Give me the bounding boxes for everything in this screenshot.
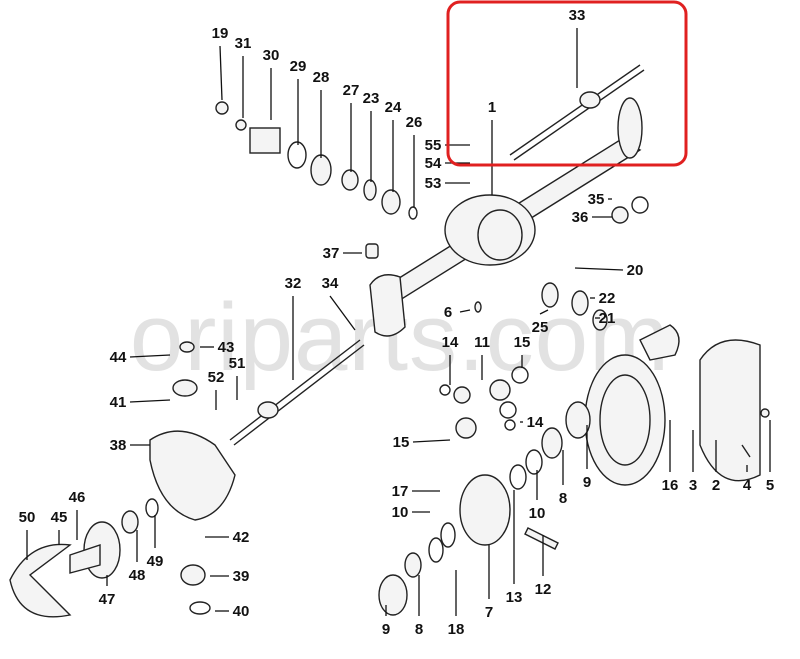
part-label-47[interactable]: 47 [99, 591, 116, 608]
part-label-31[interactable]: 31 [235, 35, 252, 52]
part-label-55[interactable]: 55 [425, 137, 442, 154]
leader-line [329, 295, 356, 331]
part-label-14[interactable]: 14 [442, 334, 459, 351]
part-label-8[interactable]: 8 [559, 490, 567, 507]
part-label-13[interactable]: 13 [506, 589, 523, 606]
part-label-27[interactable]: 27 [343, 82, 360, 99]
part-label-52[interactable]: 52 [208, 369, 225, 386]
leader-line [459, 309, 471, 313]
part-label-45[interactable]: 45 [51, 509, 68, 526]
part-label-48[interactable]: 48 [129, 567, 146, 584]
part-label-9[interactable]: 9 [382, 621, 390, 638]
part-label-15[interactable]: 15 [514, 334, 531, 351]
part-label-41[interactable]: 41 [110, 394, 127, 411]
part-label-23[interactable]: 23 [363, 90, 380, 107]
highlight-box-part-33 [446, 0, 688, 167]
part-label-51[interactable]: 51 [229, 355, 246, 372]
part-label-9[interactable]: 9 [583, 474, 591, 491]
part-label-30[interactable]: 30 [263, 47, 280, 64]
part-label-19[interactable]: 19 [212, 25, 229, 42]
part-label-38[interactable]: 38 [110, 437, 127, 454]
part-label-33[interactable]: 33 [569, 7, 586, 24]
part-label-17[interactable]: 17 [392, 483, 409, 500]
leader-line [129, 399, 171, 403]
part-label-18[interactable]: 18 [448, 621, 465, 638]
axle-housing [369, 97, 643, 337]
part-label-32[interactable]: 32 [285, 275, 302, 292]
knuckle-and-hub [9, 341, 236, 618]
leader-lines [26, 28, 771, 616]
part-label-16[interactable]: 16 [662, 477, 679, 494]
part-label-7[interactable]: 7 [485, 604, 493, 621]
part-label-53[interactable]: 53 [425, 175, 442, 192]
part-label-40[interactable]: 40 [233, 603, 250, 620]
part-label-50[interactable]: 50 [19, 509, 36, 526]
part-label-25[interactable]: 25 [532, 319, 549, 336]
part-label-10[interactable]: 10 [392, 504, 409, 521]
part-label-2[interactable]: 2 [712, 477, 720, 494]
part-label-6[interactable]: 6 [444, 304, 452, 321]
leader-line [412, 439, 451, 443]
leader-line [219, 45, 223, 101]
part-label-15[interactable]: 15 [393, 434, 410, 451]
part-label-42[interactable]: 42 [233, 529, 250, 546]
part-label-49[interactable]: 49 [147, 553, 164, 570]
propeller-shaft [509, 64, 645, 161]
axle-shaft [229, 339, 365, 446]
part-label-22[interactable]: 22 [599, 290, 616, 307]
part-label-10[interactable]: 10 [529, 505, 546, 522]
part-label-24[interactable]: 24 [385, 99, 402, 116]
part-label-5[interactable]: 5 [766, 477, 774, 494]
part-label-36[interactable]: 36 [572, 209, 589, 226]
part-label-44[interactable]: 44 [110, 349, 127, 366]
leader-line [574, 267, 624, 271]
part-label-34[interactable]: 34 [322, 275, 339, 292]
hub-parts [215, 101, 418, 259]
part-label-35[interactable]: 35 [588, 191, 605, 208]
part-label-29[interactable]: 29 [290, 58, 307, 75]
differential-parts [378, 196, 770, 616]
part-label-26[interactable]: 26 [406, 114, 423, 131]
part-label-54[interactable]: 54 [425, 155, 442, 172]
part-label-1[interactable]: 1 [488, 99, 496, 116]
part-label-28[interactable]: 28 [313, 69, 330, 86]
part-label-14[interactable]: 14 [527, 414, 544, 431]
leader-line [129, 354, 171, 358]
part-label-3[interactable]: 3 [689, 477, 697, 494]
part-label-21[interactable]: 21 [599, 310, 616, 327]
part-label-12[interactable]: 12 [535, 581, 552, 598]
part-label-8[interactable]: 8 [415, 621, 423, 638]
part-label-4[interactable]: 4 [743, 477, 752, 494]
part-label-11[interactable]: 11 [474, 334, 490, 351]
part-label-20[interactable]: 20 [627, 262, 644, 279]
leader-line [539, 309, 549, 315]
part-label-43[interactable]: 43 [218, 339, 235, 356]
part-label-39[interactable]: 39 [233, 568, 250, 585]
part-label-46[interactable]: 46 [69, 489, 86, 506]
part-label-37[interactable]: 37 [323, 245, 340, 262]
